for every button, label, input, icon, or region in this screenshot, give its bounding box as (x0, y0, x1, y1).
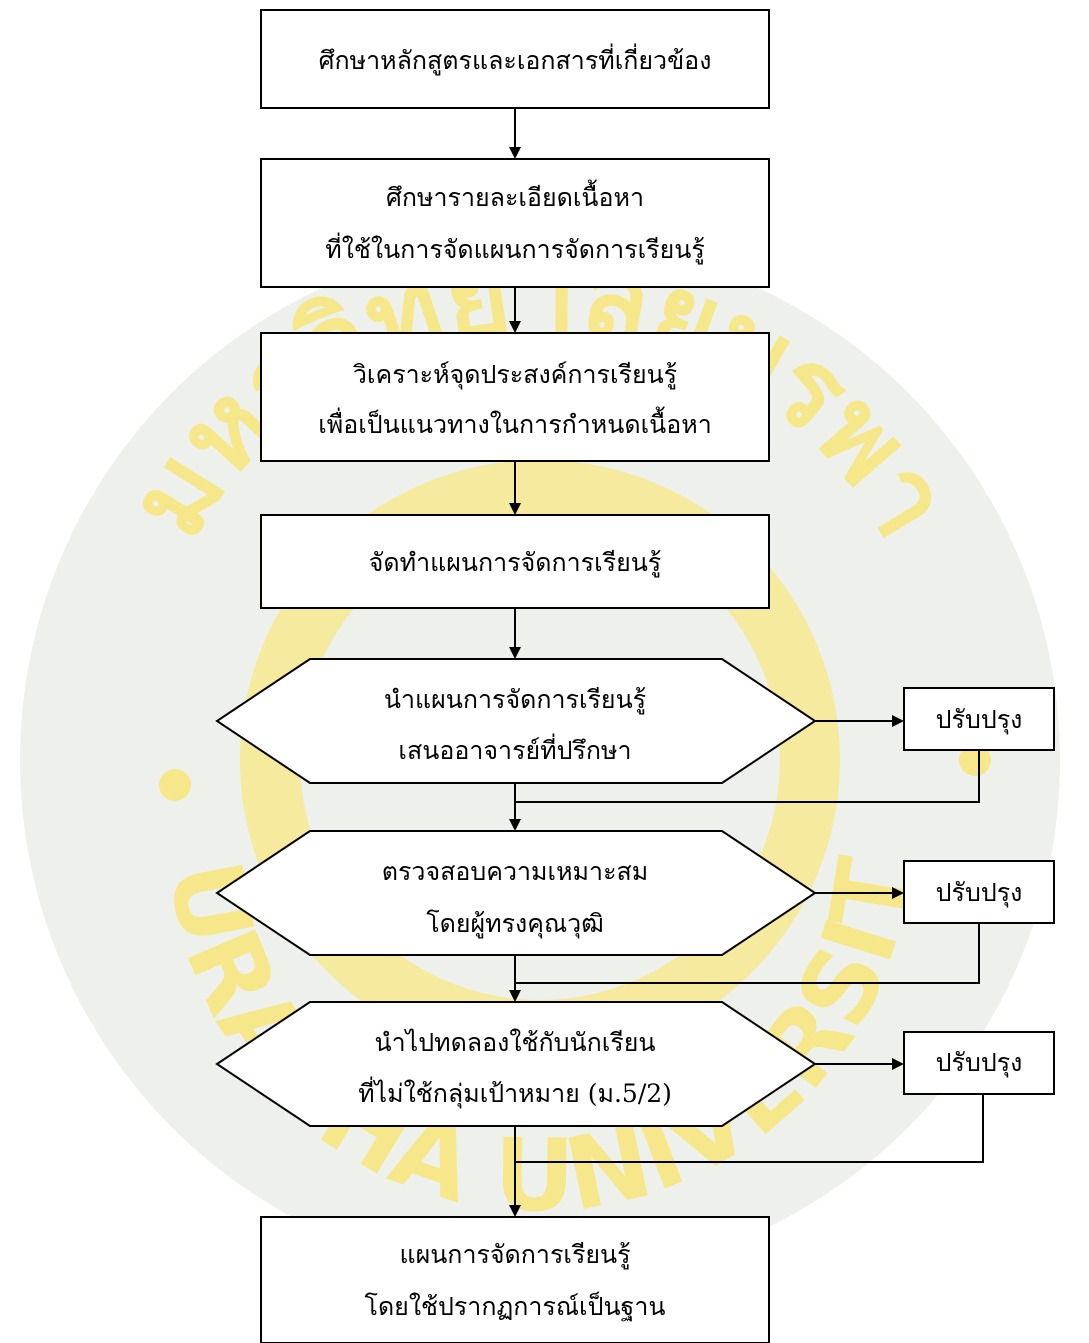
step4-line1: จัดทำแผนการจัดการเรียนรู้ (369, 548, 661, 578)
step6-line1: ตรวจสอบความเหมาะสม (382, 857, 648, 886)
revise-label-3: ปรับปรุง (936, 1048, 1023, 1078)
flow-labels: ศึกษาหลักสูตรและเอกสารที่เกี่ยวข้อง ศึกษ… (318, 43, 1022, 1321)
revise-1-return (515, 750, 980, 803)
flow-connectors (509, 108, 984, 1217)
step3-line1: วิเคราะห์จุดประสงค์การเรียนรู้ (353, 360, 677, 390)
step2-box (260, 158, 770, 288)
revise-2-return (515, 923, 980, 984)
watermark-dot-right (959, 744, 991, 776)
step3-box (260, 332, 770, 462)
step8-line2: โดยใช้ปรากฏการณ์เป็นฐาน (365, 1291, 666, 1321)
step7-line1: นำไปทดลองใช้กับนักเรียน (375, 1028, 656, 1057)
step8-line1: แผนการจัดการเรียนรู้ (399, 1240, 630, 1270)
step6-line2: โดยผู้ทรงคุณวุฒิ (426, 909, 604, 939)
step5-line1: นำแผนการจัดการเรียนรู้ (384, 685, 646, 715)
step3-line2: เพื่อเป็นแนวทางในการกำหนดเนื้อหา (318, 406, 712, 439)
step1-line1: ศึกษาหลักสูตรและเอกสารที่เกี่ยวข้อง (319, 43, 712, 76)
step8-box (260, 1216, 770, 1343)
step1-box (260, 9, 770, 109)
revise-box-2 (903, 860, 1055, 924)
revise-3-return (515, 1094, 984, 1163)
flow-shapes (215, 9, 1055, 1343)
step5-line2: เสนออาจารย์ที่ปรึกษา (398, 733, 631, 765)
step4-box (260, 514, 770, 609)
revise-label-2: ปรับปรุง (936, 878, 1023, 908)
step2-line2: ที่ใช้ในการจัดแผนการจัดการเรียนรู้ (325, 232, 705, 265)
step2-line1: ศึกษารายละเอียดเนื้อหา (386, 179, 644, 212)
revise-box-3 (903, 1031, 1055, 1095)
step7-line2: ที่ไม่ใช้กลุ่มเป้าหมาย (ม.5/2) (358, 1076, 672, 1109)
revise-label-1: ปรับปรุง (936, 705, 1023, 735)
watermark-dot-left (159, 769, 191, 801)
